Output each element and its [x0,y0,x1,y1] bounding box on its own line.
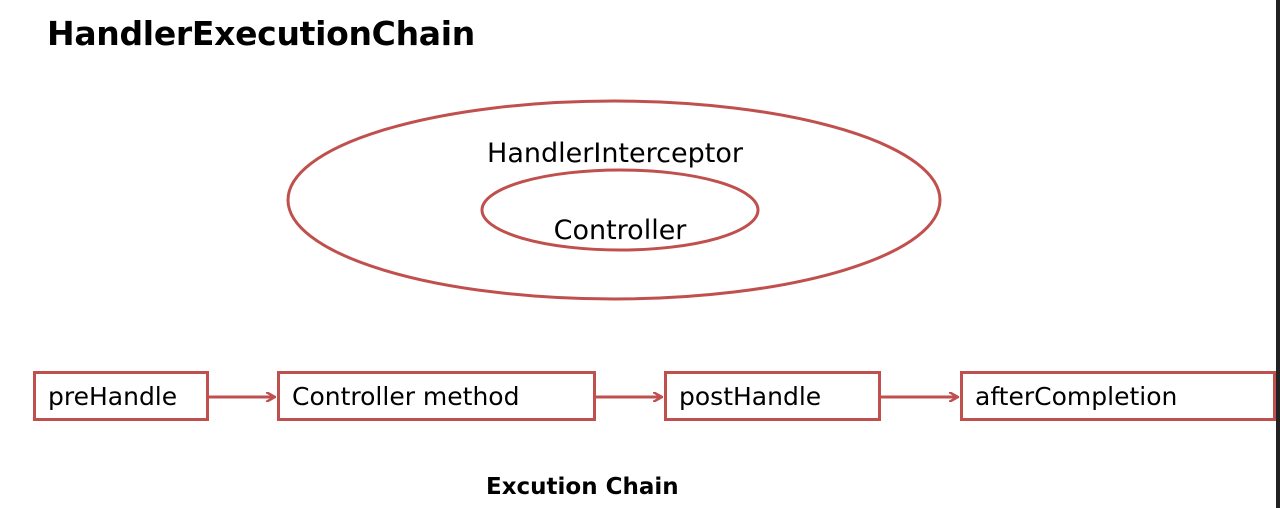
handler-interceptor-ellipse [286,99,942,301]
step-aftercompletion: afterCompletion [960,371,1276,421]
controller-label: Controller [554,215,688,246]
step-prehandle: preHandle [33,371,209,421]
step-controller-method: Controller method [277,371,596,421]
controller-ellipse [480,168,760,252]
execution-chain-caption: Excution Chain [486,474,679,500]
diagram-title: HandlerExecutionChain [47,14,475,53]
right-edge-border [1276,0,1280,508]
handler-interceptor-label: HandlerInterceptor [487,138,744,169]
step-posthandle: postHandle [664,371,881,421]
